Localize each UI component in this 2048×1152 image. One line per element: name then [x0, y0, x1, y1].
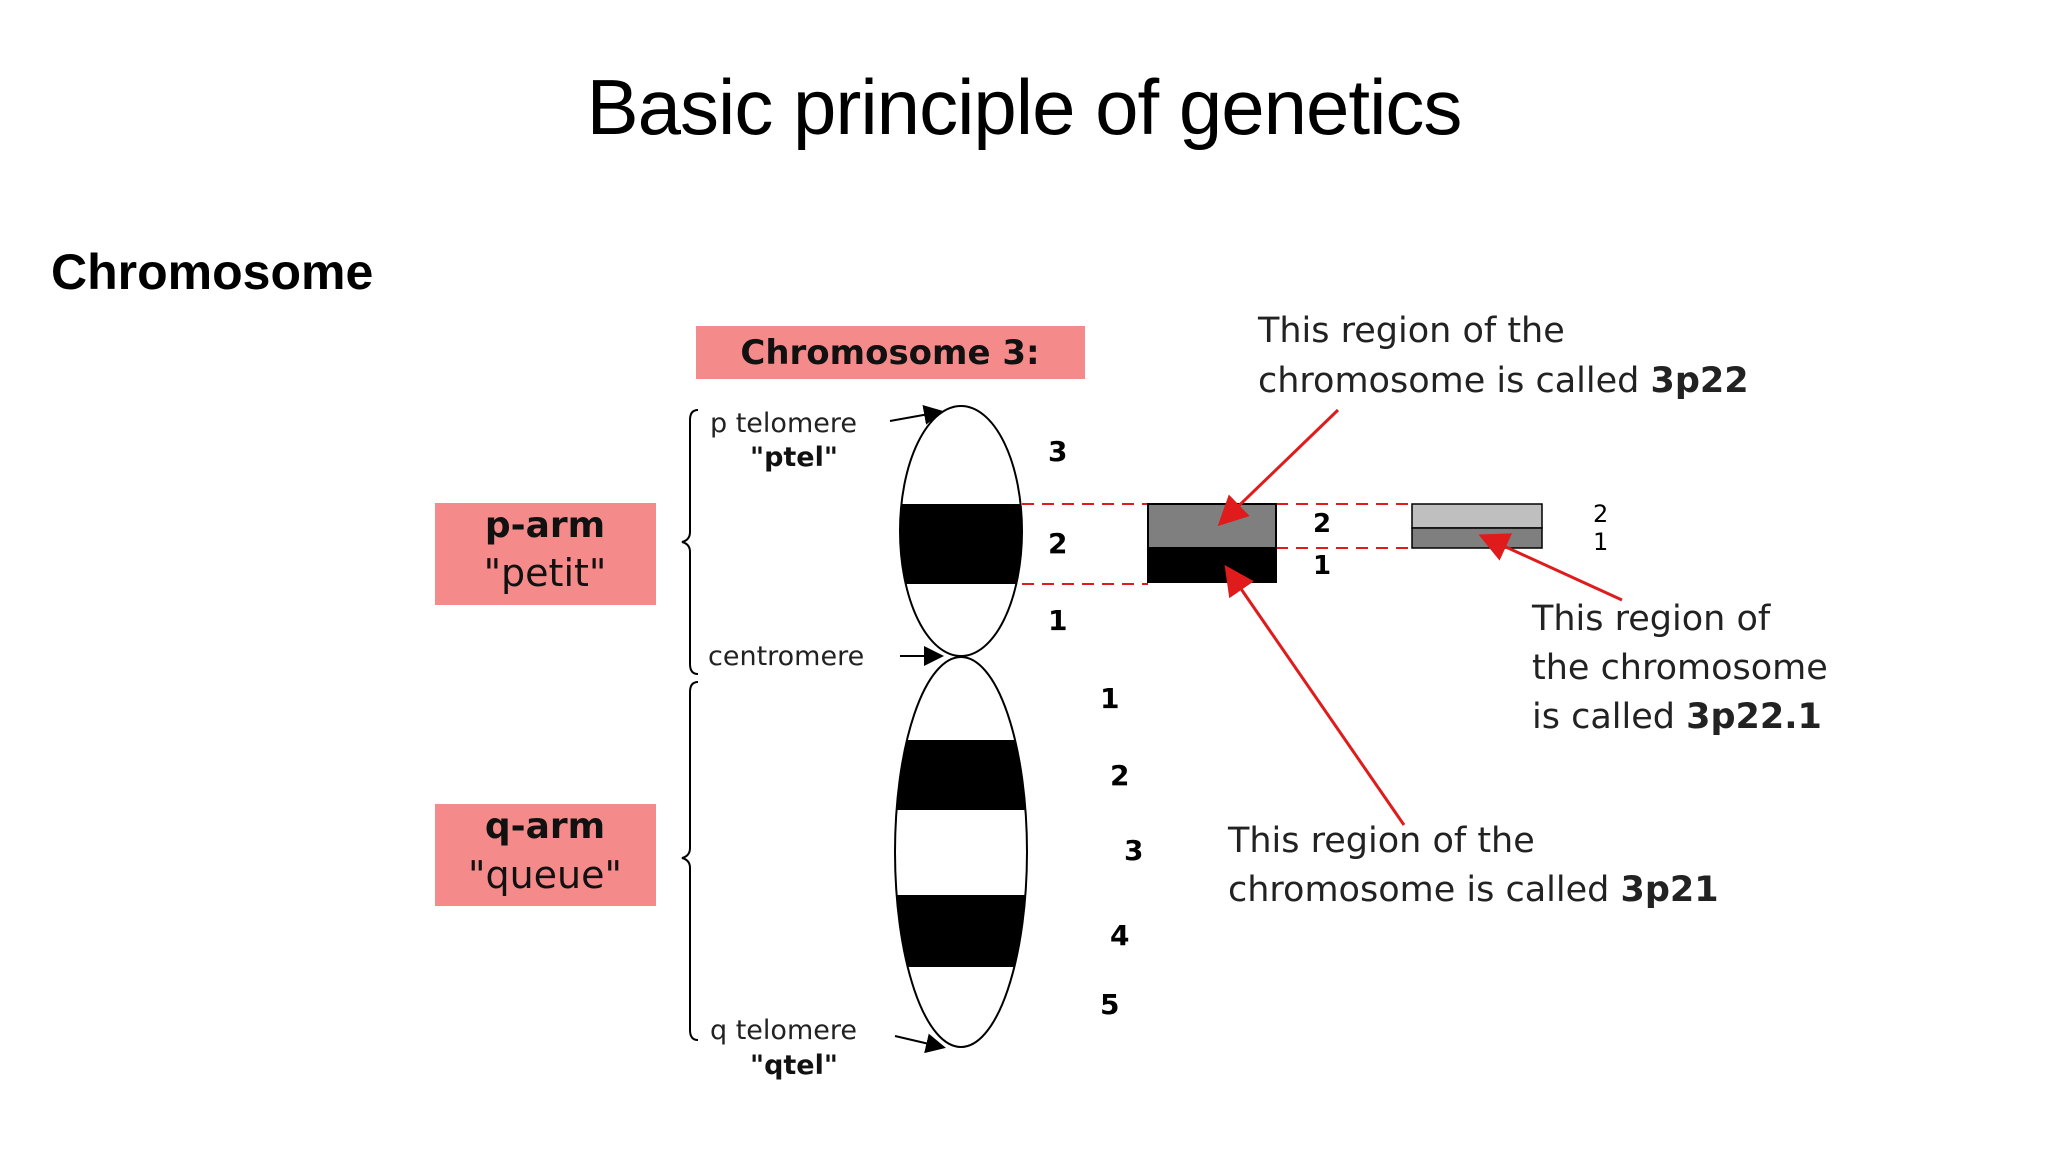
p-band-number: 1 — [1048, 604, 1067, 637]
arrow-to-3p22 — [1217, 408, 1340, 527]
zoom2-number: 2 — [1593, 500, 1608, 528]
q-telomere-nickname: "qtel" — [750, 1050, 838, 1081]
callout-3p22-1-line3: is called 3p22.1 — [1532, 697, 1822, 737]
q-arm-band-2 — [895, 740, 1027, 810]
q-band-number: 1 — [1100, 682, 1119, 715]
callout-3p22-line2: chromosome is called 3p22 — [1258, 361, 1749, 401]
callout-3p21-line2: chromosome is called 3p21 — [1228, 870, 1719, 910]
callout-3p22-line1: This region of the — [1257, 311, 1565, 351]
q-arm-chromatid — [894, 656, 1028, 1048]
q-arm-nickname: "queue" — [468, 853, 622, 897]
zoom1-number: 2 — [1313, 509, 1331, 539]
zoom1-number: 1 — [1313, 551, 1331, 581]
callout-3p22-1-prefix: is called — [1532, 697, 1686, 737]
p-arm-band-2 — [900, 504, 1022, 584]
chromosome-heading-box — [696, 326, 1085, 379]
q-telomere-arrow — [894, 1033, 946, 1054]
arrow-to-3p21 — [1224, 565, 1406, 826]
q-arm-label-box — [435, 804, 656, 906]
p-arm-brace — [681, 409, 699, 675]
zoom-band-22-2 — [1411, 503, 1543, 529]
slide-subtitle: Chromosome — [51, 244, 374, 300]
arrow-to-3p22-1 — [1478, 533, 1623, 602]
q-band-number: 5 — [1100, 988, 1119, 1021]
p-telomere-label: p telomere — [710, 408, 857, 439]
p-arm-label: p-arm — [485, 505, 605, 546]
zoom-band-21 — [1147, 547, 1277, 583]
chromosome-heading: Chromosome 3: — [740, 333, 1039, 373]
p-telomere-nickname: "ptel" — [750, 442, 838, 473]
callout-3p22-1-bold: 3p22.1 — [1686, 697, 1822, 737]
zoom-band-22-1 — [1411, 527, 1543, 549]
p-band-number: 2 — [1048, 527, 1067, 560]
p-band-number: 3 — [1048, 435, 1067, 468]
p-arm-label-box — [435, 503, 656, 605]
callout-3p22-1-line1: This region of — [1531, 599, 1771, 639]
q-band-number: 3 — [1124, 834, 1143, 867]
callout-3p22-prefix: chromosome is called — [1258, 361, 1650, 401]
callout-3p22-bold: 3p22 — [1650, 361, 1748, 401]
slide-title: Basic principle of genetics — [586, 63, 1463, 151]
callout-3p21-line1: This region of the — [1227, 821, 1535, 861]
callout-3p21-bold: 3p21 — [1620, 870, 1718, 910]
q-band-number: 2 — [1110, 759, 1129, 792]
zoom-guide-lines — [1022, 503, 1412, 585]
callout-3p22-1-line2: the chromosome — [1532, 648, 1828, 688]
zoom2-number: 1 — [1593, 528, 1608, 556]
zoom-band-22 — [1147, 503, 1277, 549]
p-arm-chromatid — [899, 405, 1023, 657]
q-arm-band-4 — [895, 895, 1027, 967]
q-telomere-label: q telomere — [710, 1015, 857, 1046]
q-arm-brace — [681, 681, 699, 1041]
p-telomere-arrow — [889, 404, 944, 425]
q-arm-label: q-arm — [485, 806, 605, 847]
centromere-label: centromere — [708, 641, 864, 672]
callout-3p21-prefix: chromosome is called — [1228, 870, 1620, 910]
q-band-number: 4 — [1110, 919, 1129, 952]
p-arm-nickname: "petit" — [484, 551, 607, 595]
